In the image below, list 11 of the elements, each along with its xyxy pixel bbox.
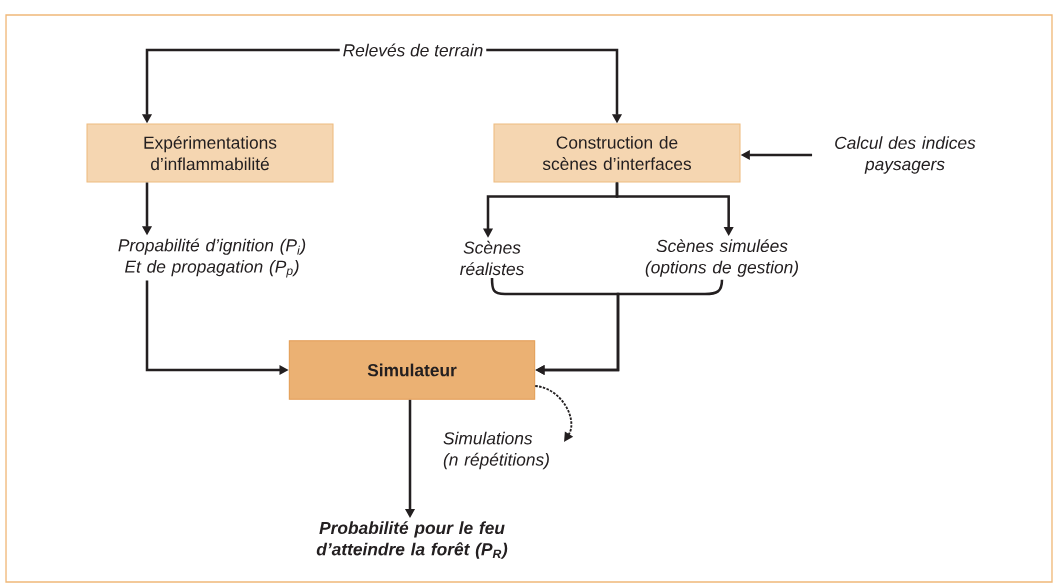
output-text: Propabilité d’ignition (P$_{i}$) Et de propagation (P$_{p}$) [118, 238, 306, 278]
input-text: Relevés de terrain [343, 43, 483, 57]
input-text: Calcul des indices paysagers [835, 136, 976, 174]
result-text: Probabilité pour le feu d’atteindre la forêt (P$_{R}$) [316, 521, 508, 559]
process-box: Expérimentations d’inflammabilité [86, 123, 334, 183]
edge-label: Simulations (n répétitions) [441, 430, 555, 470]
simulator-box: Simulateur [288, 340, 536, 400]
output-text: Scènes simulées (options de gestion) [645, 239, 798, 277]
loop-arrow [534, 385, 574, 442]
output-text: Scènes réalistes [460, 240, 524, 276]
process-box: Construction de scènes d’interfaces [493, 123, 741, 183]
